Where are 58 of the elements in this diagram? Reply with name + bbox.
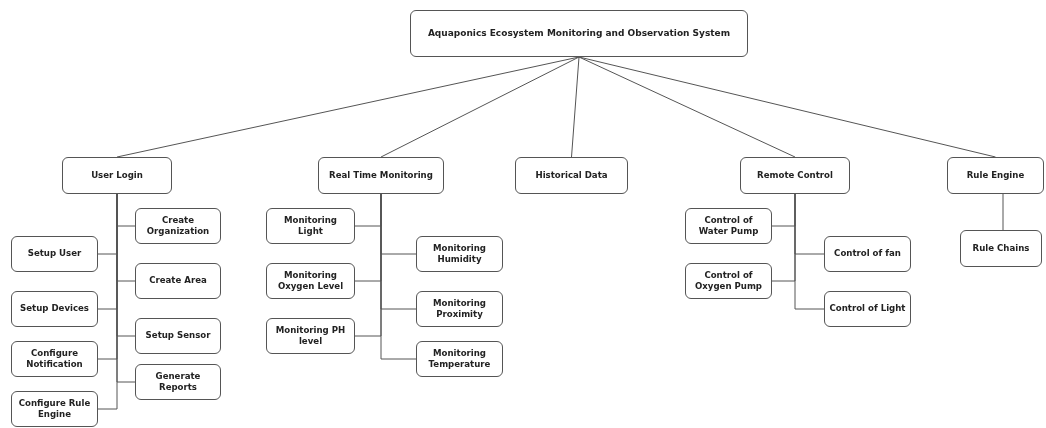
box-label: Configure Rule Engine [17,397,92,421]
box-label: Generate Reports [154,370,202,394]
process-box [62,157,172,194]
box-label: Real Time Monitoring [329,169,433,182]
box-label: Monitoring Light [283,214,338,238]
box-label: Aquaponics Ecosystem Monitoring and Observation System [427,27,731,40]
process-box [11,291,98,327]
box-label: User Login [91,169,143,182]
connector-line [116,193,136,383]
process-box [685,263,772,299]
process-box [416,291,503,327]
box-label: Monitoring Temperature [427,347,492,371]
box-label: Create Organization [145,214,211,238]
box-label: Control of Water Pump [697,214,760,238]
process-box [685,208,772,244]
process-box [135,364,221,400]
box-label: Configure Notification [25,347,84,371]
box-label: Rule Chains [972,242,1030,255]
process-box [318,157,444,194]
process-box [266,263,355,299]
connector-line [578,56,796,158]
process-box [135,208,221,244]
process-box [410,10,748,57]
process-box [515,157,628,194]
process-box [135,318,221,354]
box-label: Control of Oxygen Pump [693,269,764,293]
process-box [266,208,355,244]
process-box [416,341,503,377]
process-box [416,236,503,272]
box-label: Setup Sensor [145,330,211,342]
box-label: Monitoring Proximity [432,297,487,321]
connector-line [571,56,580,158]
process-box [135,263,221,299]
connector-line [1002,193,1004,231]
connector-line [578,56,996,158]
box-label: Rule Engine [966,169,1025,182]
process-box [11,341,98,377]
box-label: Setup User [27,248,82,260]
process-box [266,318,355,354]
process-box [11,236,98,272]
box-label: Remote Control [757,169,833,182]
box-label: Setup Devices [20,303,89,315]
process-box [824,291,911,327]
process-box [740,157,850,194]
box-label: Monitoring PH level [274,324,347,348]
box-label: Create Area [149,275,207,287]
connector-line [380,193,417,360]
box-label: Control of Light [829,303,906,315]
process-box [947,157,1044,194]
box-label: Monitoring Oxygen Level [276,269,345,293]
box-label: Control of fan [834,248,901,260]
process-box [11,391,98,427]
box-label: Historical Data [535,169,608,182]
box-label: Monitoring Humidity [432,242,487,266]
connector-line [794,193,825,310]
process-box [960,230,1042,267]
connector-line [380,56,580,158]
process-box [824,236,911,272]
